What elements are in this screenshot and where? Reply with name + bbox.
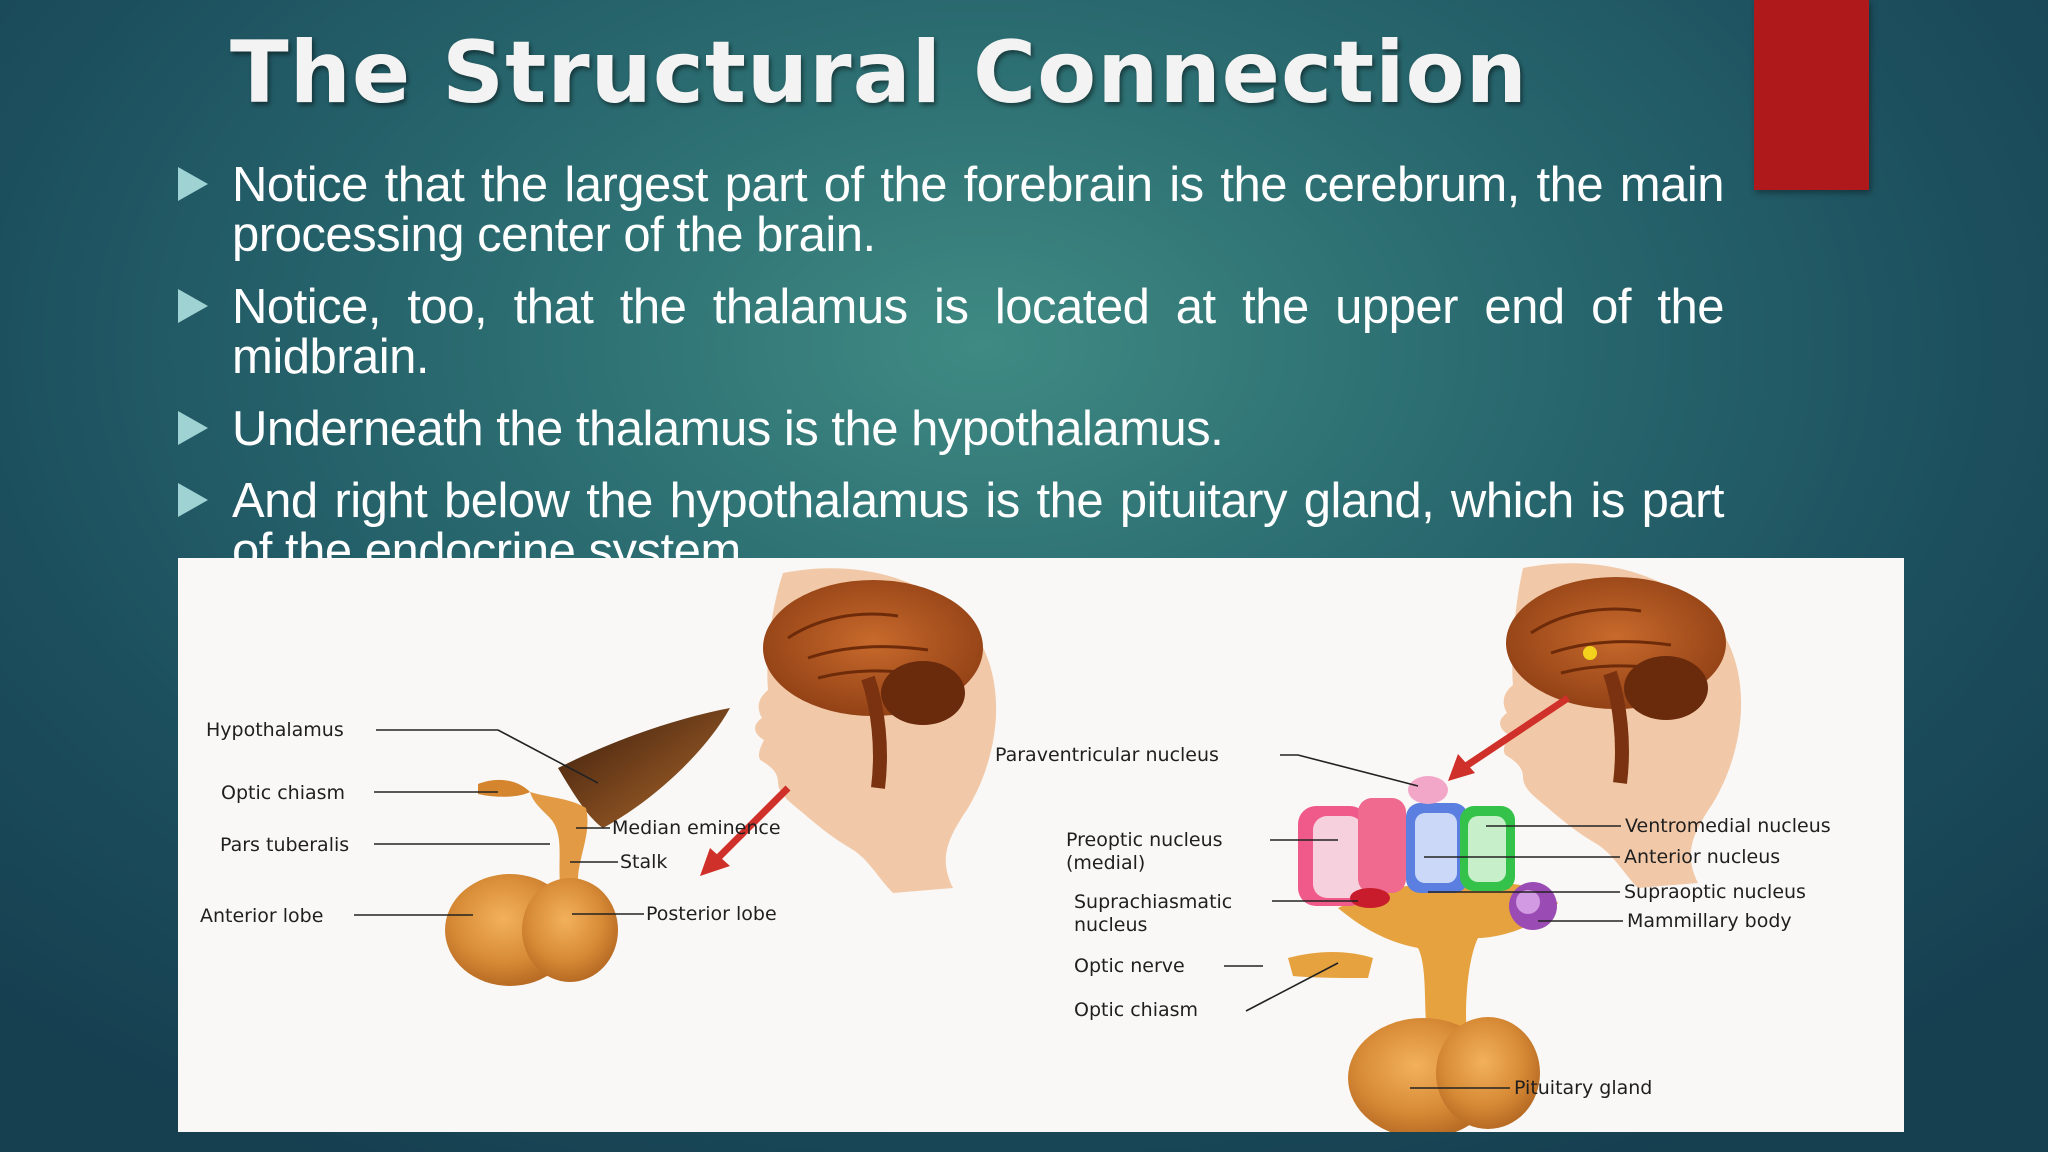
bullet-item: Notice that the largest part of the fore…	[176, 158, 1725, 262]
label-pars-tuberalis: Pars tuberalis	[220, 834, 349, 856]
triangle-right-icon	[178, 289, 208, 323]
bullet-text: Notice, too, that the thalamus is locate…	[232, 280, 1725, 384]
triangle-right-icon	[178, 167, 208, 201]
triangle-right-icon	[178, 411, 208, 445]
anatomy-diagram: Hypothalamus Optic chiasm Pars tuberalis…	[200, 563, 1831, 1132]
bullet-list: Notice that the largest part of the fore…	[176, 158, 1725, 598]
label-mammillary-body: Mammillary body	[1627, 910, 1792, 932]
right-head-icon	[1500, 563, 1742, 888]
label-anterior-nucleus: Anterior nucleus	[1624, 846, 1780, 868]
label-optic-chiasm-right: Optic chiasm	[1074, 999, 1198, 1021]
label-posterior-lobe: Posterior lobe	[646, 903, 777, 925]
red-accent-bar	[1754, 0, 1869, 190]
hypothalamus-pituitary-figure: Hypothalamus Optic chiasm Pars tuberalis…	[178, 558, 1904, 1132]
label-optic-chiasm-left: Optic chiasm	[221, 782, 345, 804]
label-hypothalamus: Hypothalamus	[206, 719, 344, 741]
arrow-head-icon	[700, 848, 730, 876]
bullet-item: And right below the hypothalamus is the …	[176, 474, 1725, 578]
label-ventromedial-nucleus: Ventromedial nucleus	[1625, 815, 1831, 837]
label-pituitary-gland: Pituitary gland	[1514, 1077, 1652, 1099]
label-suprachiasmatic-nucleus: nucleus	[1074, 914, 1147, 936]
bullet-item: Underneath the thalamus is the hypothala…	[176, 404, 1724, 454]
label-anterior-lobe: Anterior lobe	[200, 905, 323, 927]
label-suprachiasmatic: Suprachiasmatic	[1074, 891, 1232, 913]
slide-title: The Structural Connection	[230, 23, 1528, 123]
label-median-eminence: Median eminence	[612, 817, 781, 839]
label-supraoptic-nucleus: Supraoptic nucleus	[1624, 881, 1806, 903]
right-pituitary-drawing	[1288, 776, 1558, 1132]
bullet-text: And right below the hypothalamus is the …	[232, 474, 1725, 578]
label-stalk: Stalk	[620, 851, 667, 873]
triangle-right-icon	[178, 483, 208, 517]
label-preoptic-nucleus: Preoptic nucleus	[1066, 829, 1223, 851]
pointer-arrow-left	[715, 785, 791, 861]
arrow-head-icon	[1448, 754, 1475, 781]
pointer-arrow-right	[1461, 695, 1570, 771]
label-preoptic-medial: (medial)	[1066, 852, 1145, 874]
bullet-text: Underneath the thalamus is the hypothala…	[232, 402, 1224, 456]
bullet-item: Notice, too, that the thalamus is locate…	[176, 280, 1725, 384]
left-head-icon	[755, 568, 997, 893]
left-pituitary-drawing	[445, 708, 730, 986]
label-paraventricular-nucleus: Paraventricular nucleus	[995, 744, 1219, 766]
label-optic-nerve: Optic nerve	[1074, 955, 1185, 977]
bullet-text: Notice that the largest part of the fore…	[232, 158, 1725, 262]
